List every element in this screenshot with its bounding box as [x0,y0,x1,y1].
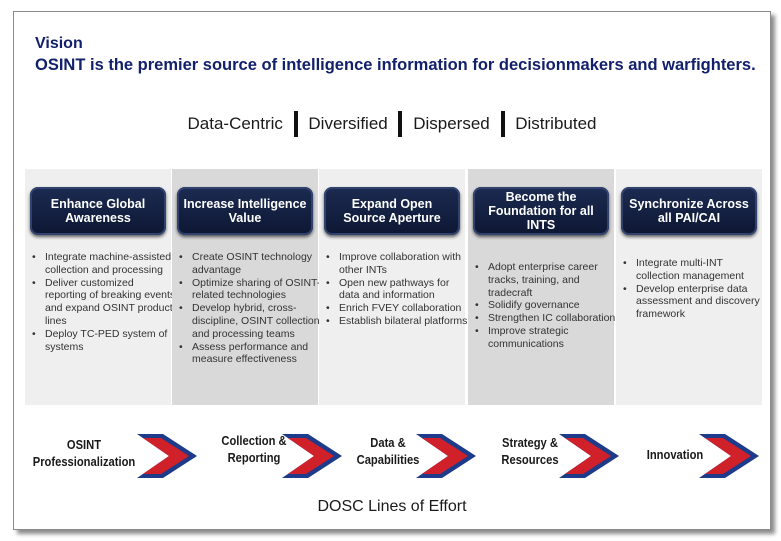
goal-bullet: Deploy TC-PED system of systems [32,328,177,354]
goal-bullet: Improve strategic communications [475,325,620,351]
goal-column-4: Become the Foundation for all INTS Adopt… [468,169,615,405]
chevron-arrow-icon [699,434,759,478]
loe-label-line: OSINT [66,437,102,452]
attribute-tags: Data-Centric Diversified Dispersed Distr… [14,111,770,137]
vision-statement: OSINT is the premier source of intellige… [35,56,756,74]
loe-label-line: Reporting [227,450,281,465]
goal-bullet: Deliver customized reporting of breaking… [32,277,177,328]
goal-title: Enhance Global Awareness [30,187,166,235]
loe-label-line: Collection & [221,433,287,448]
tag-separator [293,111,298,137]
goal-bullet: Integrate multi-INT collection managemen… [623,257,768,283]
loe-label-5: Innovation [645,446,705,463]
goal-bullet: Establish bilateral platforms [326,315,471,328]
chevron-arrow-icon [137,434,197,478]
goal-bullet: Enrich FVEY collaboration [326,302,471,315]
loe-label-3: Data & Capabilities [352,434,424,468]
loe-label-line: Resources [501,452,559,467]
goal-column-5: Synchronize Across all PAI/CAI Integrate… [616,169,762,405]
goal-bullet: Assess performance and measure effective… [179,341,324,367]
goal-title: Synchronize Across all PAI/CAI [621,187,757,235]
chevron-arrow-icon [559,434,619,478]
loe-label-line: Data & [370,435,406,450]
goal-bullet: Optimize sharing of OSINT-related techno… [179,277,324,303]
attribute-tag: Dispersed [413,114,490,133]
goal-column-1: Enhance Global Awareness Integrate machi… [25,169,175,405]
goal-title: Become the Foundation for all INTS [473,187,609,235]
goal-bullets: Integrate machine-assisted collection an… [29,251,177,353]
tag-separator [398,111,403,137]
tag-separator [500,111,505,137]
loe-label-1: OSINT Professionalization [32,436,136,470]
goal-bullet: Solidify governance [475,299,620,312]
goal-bullet: Improve collaboration with other INTs [326,251,471,277]
chevron-arrow-icon [282,434,342,478]
goal-bullet: Strengthen IC collaboration [475,312,620,325]
attribute-tag: Data-Centric [187,114,283,133]
loe-label-line: Strategy & [502,435,558,450]
loe-label-2: Collection & Reporting [211,432,297,466]
chevron-arrow-icon [416,434,476,478]
slide-frame: Vision OSINT is the premier source of in… [13,11,771,530]
goal-bullet: Integrate machine-assisted collection an… [32,251,177,277]
loe-label-line: Capabilities [356,452,420,467]
goal-bullet: Adopt enterprise career tracks, training… [475,261,620,299]
loe-label-4: Strategy & Resources [496,434,565,468]
vision-heading: Vision [35,35,83,52]
lines-of-effort-title: DOSC Lines of Effort [317,498,467,515]
goal-bullet: Develop enterprise data assessment and d… [623,283,768,321]
loe-label-line: Professionalization [32,454,136,469]
goal-title: Increase Intelligence Value [177,187,313,235]
goal-bullet: Create OSINT technology advantage [179,251,324,277]
goal-bullets: Adopt enterprise career tracks, training… [472,261,620,351]
goal-bullets: Integrate multi-INT collection managemen… [620,257,768,321]
goal-column-2: Increase Intelligence Value Create OSINT… [172,169,320,405]
goal-title: Expand Open Source Aperture [324,187,460,235]
goal-bullets: Improve collaboration with other INTs Op… [323,251,471,328]
goal-column-3: Expand Open Source Aperture Improve coll… [319,169,467,405]
goal-bullets: Create OSINT technology advantage Optimi… [176,251,324,366]
goal-bullet: Open new pathways for data and informati… [326,277,471,303]
loe-label-line: Innovation [646,447,704,462]
goal-bullet: Develop hybrid, cross-discipline, OSINT … [179,302,324,340]
attribute-tag: Diversified [308,114,388,133]
lines-of-effort: OSINT Professionalization Collection & R… [14,426,770,486]
attribute-tag: Distributed [515,114,597,133]
